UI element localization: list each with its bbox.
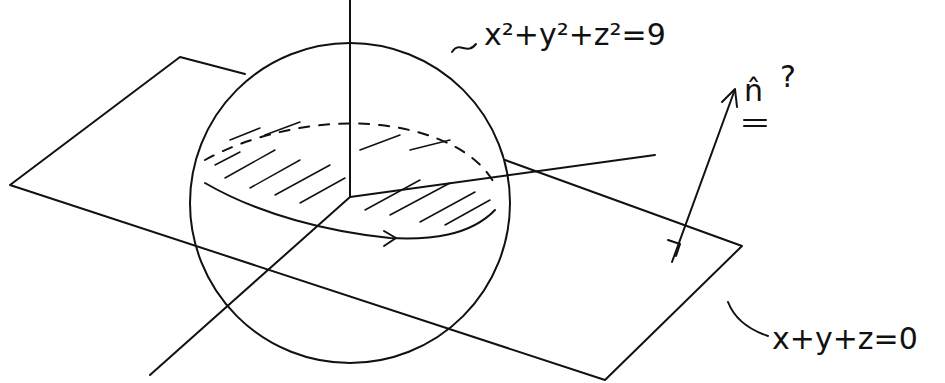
hidden-curve bbox=[205, 123, 495, 185]
question-mark: ? bbox=[780, 60, 796, 93]
leader-line bbox=[728, 302, 768, 336]
y-axis bbox=[350, 155, 655, 197]
normal-symbol: n̂ bbox=[744, 74, 763, 107]
vector-underline bbox=[744, 120, 766, 126]
plane-outline bbox=[10, 57, 742, 380]
x-axis bbox=[150, 197, 350, 375]
plane-equation: x+y+z=0 bbox=[772, 322, 918, 355]
sphere-equation: x²+y²+z²=9 bbox=[484, 18, 666, 51]
normal-arrowhead bbox=[722, 89, 737, 107]
shading-hatch bbox=[215, 122, 490, 225]
right-angle-mark bbox=[668, 240, 680, 256]
normal-arrow bbox=[672, 92, 734, 262]
orientation-arrow bbox=[384, 231, 396, 246]
leader-line bbox=[452, 44, 476, 52]
z-axis bbox=[349, 0, 351, 197]
intersection-curve bbox=[205, 183, 495, 238]
